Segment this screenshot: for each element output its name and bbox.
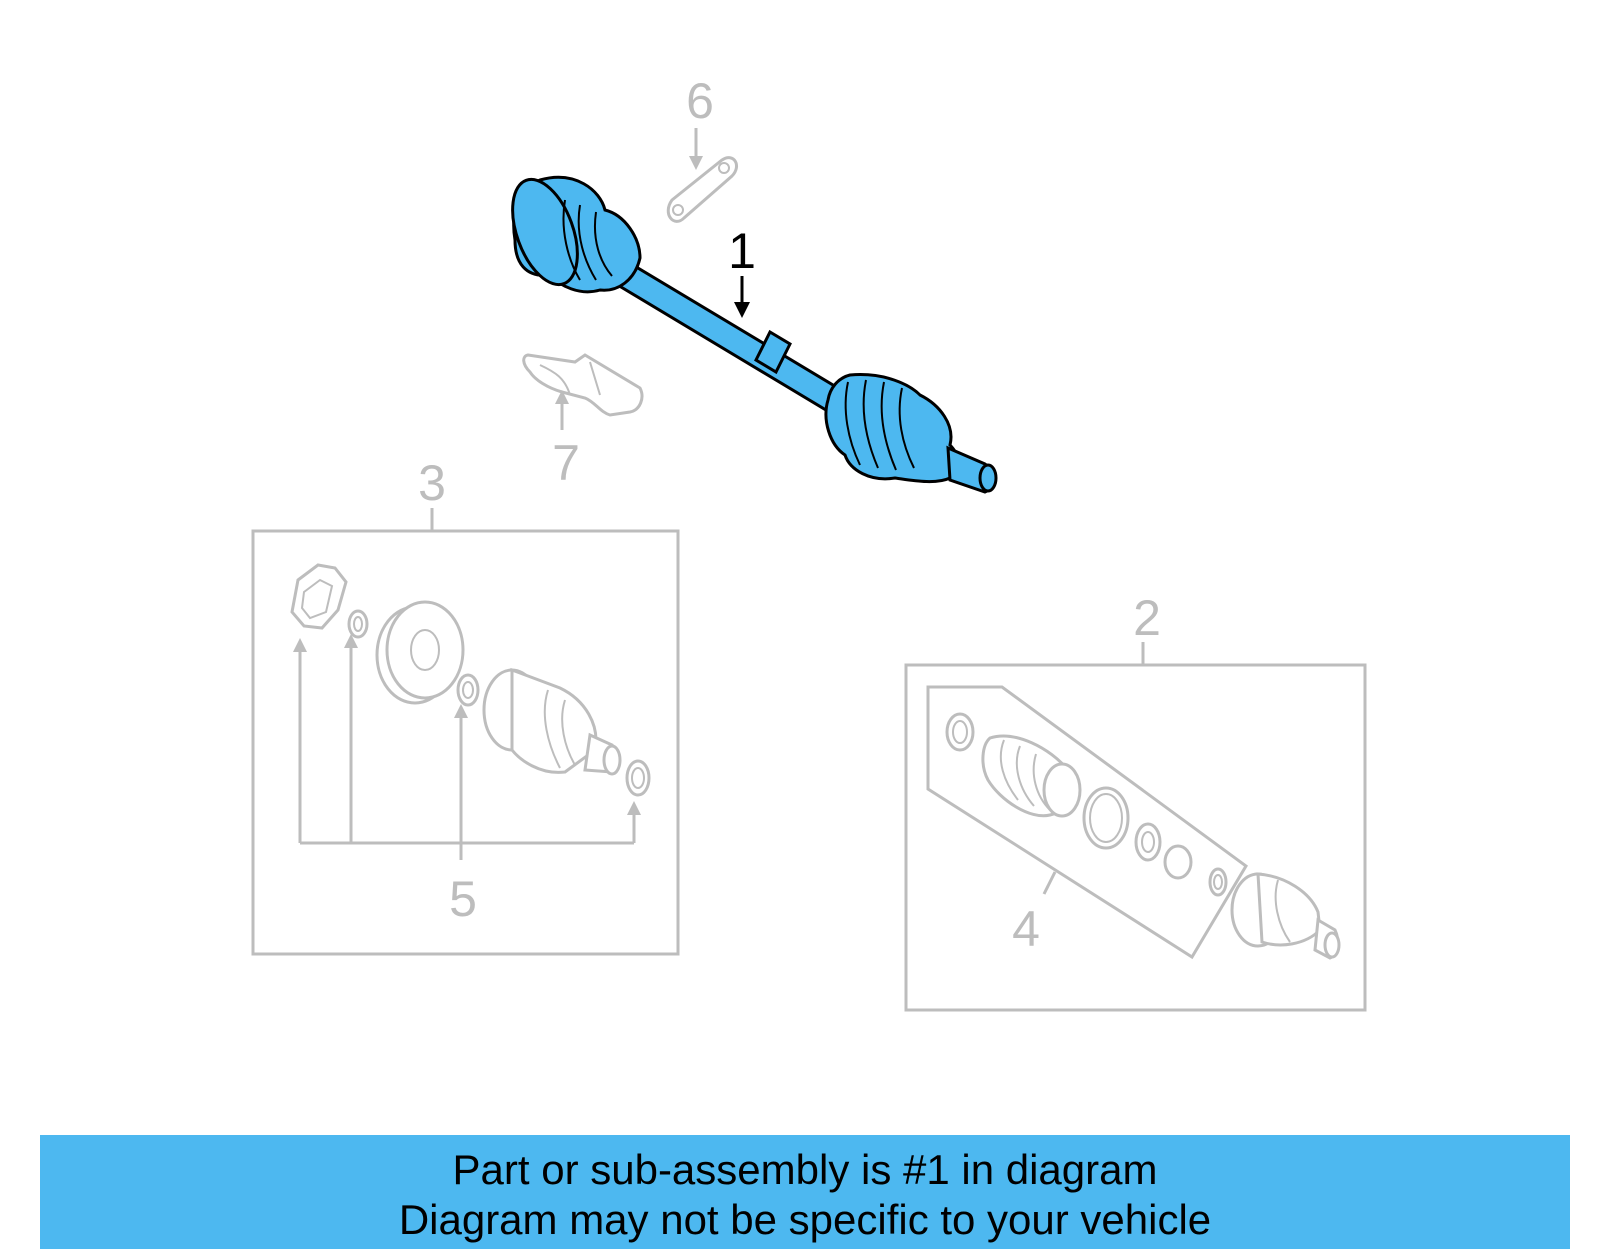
callout-5-leaders <box>298 642 636 860</box>
heat-shield-part[interactable] <box>522 353 644 417</box>
callout-7-leader <box>555 390 569 430</box>
kit-2-box <box>904 663 1367 1012</box>
callout-3-label: 3 <box>418 455 446 511</box>
banner-line-2: Diagram may not be specific to your vehi… <box>398 1196 1212 1243</box>
callout-5-label: 5 <box>449 871 477 927</box>
callout-1-leader <box>734 276 750 318</box>
callout-1-label: 1 <box>728 223 756 279</box>
axle-shaft-assembly[interactable] <box>500 171 998 494</box>
callout-5-arrowheads <box>293 634 641 815</box>
callout-2-label: 2 <box>1133 590 1161 646</box>
callout-7-label: 7 <box>552 435 580 491</box>
bracket-part[interactable] <box>666 156 738 223</box>
info-banner: Part or sub-assembly is #1 in diagram Di… <box>40 1135 1570 1249</box>
callout-6-leader <box>689 128 703 170</box>
callout-6-label: 6 <box>686 73 714 129</box>
kit-3-parts[interactable] <box>290 563 651 797</box>
callout-4-label: 4 <box>1012 901 1040 957</box>
banner-line-1: Part or sub-assembly is #1 in diagram <box>452 1146 1158 1193</box>
kit-3-box <box>251 529 680 956</box>
kit-4-outline <box>926 685 1248 960</box>
kit-2-parts[interactable] <box>945 712 1341 960</box>
